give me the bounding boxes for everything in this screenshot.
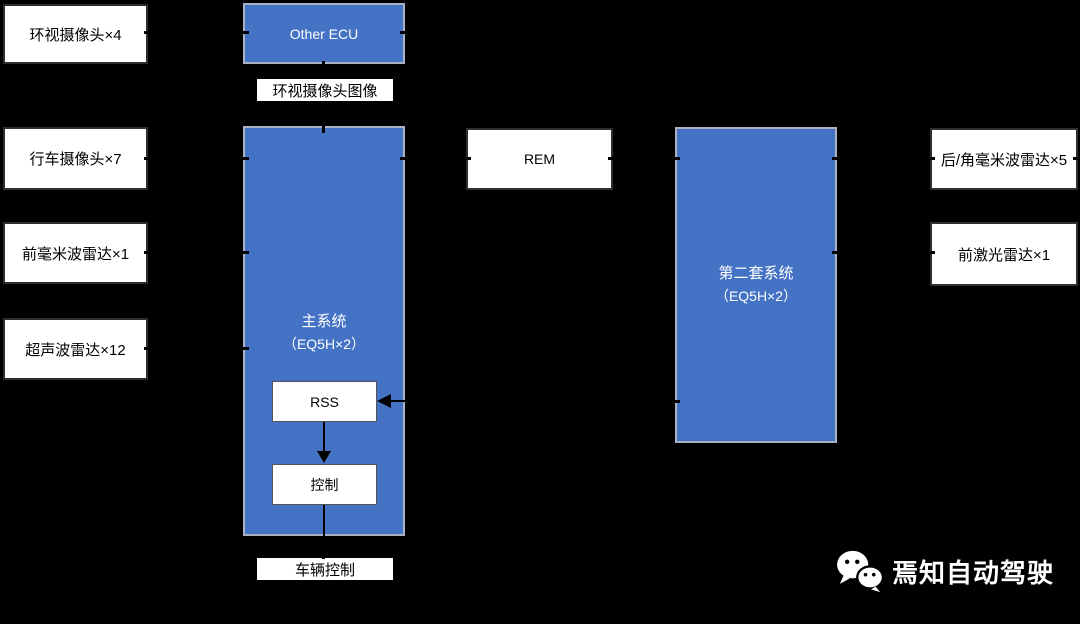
surround-image-label-text: 环视摄像头图像 [272,82,378,100]
connector-stub [926,157,935,160]
connector-stub [462,157,471,160]
sensor-box-ultrasonic-radar: 超声波雷达×12 [3,318,148,380]
connector-stub [240,347,249,350]
connector-stub [671,400,680,403]
connector-stub [671,157,680,160]
connector-line-control-out [323,505,325,536]
connector-stub [144,251,153,254]
connector-line-rss-control [323,422,325,452]
connector-stub [832,157,841,160]
connector-stub [322,580,325,589]
sensor-box-driving-cameras: 行车摄像头×7 [3,127,148,190]
connector-stub [240,157,249,160]
connector-stub [926,251,935,254]
rss-box: RSS [272,381,377,422]
other-ecu-box: Other ECU [243,3,405,64]
main-system-title: 主系统 [301,313,347,330]
rem-label: REM [523,151,556,167]
connector-stub [144,31,153,34]
vehicle-control-label: 车辆控制 [257,558,393,580]
sensor-label: 行车摄像头×7 [29,151,122,168]
control-label: 控制 [310,476,339,493]
control-box: 控制 [272,464,377,505]
sensor-box-front-lidar: 前激光雷达×1 [930,222,1078,286]
surround-image-label: 环视摄像头图像 [257,79,393,101]
connector-stub [1073,157,1080,160]
sensor-label: 环视摄像头×4 [29,26,122,44]
other-ecu-label: Other ECU [289,25,359,42]
second-system-title: 第二套系统 [718,265,794,282]
main-system-subtitle: （EQ5H×2） [282,336,366,352]
sensor-box-rear-corner-radar: 后/角毫米波雷达×5 [930,128,1078,190]
connector-stub [400,157,409,160]
connector-stub [240,31,249,34]
second-system-subtitle: （EQ5H×2） [714,288,798,304]
connector-stub [832,251,841,254]
connector-stub [240,251,249,254]
vehicle-control-label-text: 车辆控制 [294,561,355,579]
sensor-label: 前毫米波雷达×1 [21,245,130,263]
connector-stub [322,550,325,559]
connector-stub [400,31,409,34]
rem-box: REM [466,128,613,190]
sensor-label: 后/角毫米波雷达×5 [940,151,1068,169]
rss-label: RSS [310,393,339,410]
connector-line-to-rss [389,400,405,402]
sensor-box-front-radar: 前毫米波雷达×1 [3,222,148,284]
connector-stub [322,124,325,133]
connector-stub [608,157,617,160]
connector-stub [144,347,153,350]
connector-stub [144,157,153,160]
arrowhead-into-rss [377,394,391,408]
second-system-box: 第二套系统 （EQ5H×2） [675,127,837,443]
watermark: 焉知自动驾驶 [834,549,1054,593]
brand-name: 焉知自动驾驶 [892,557,1055,588]
connector-stub [322,61,325,70]
wechat-icon [837,550,885,593]
sensor-label: 超声波雷达×12 [25,341,126,359]
arrowhead-into-control [317,451,331,463]
sensor-box-surround-cameras: 环视摄像头×4 [3,4,148,64]
sensor-label: 前激光雷达×1 [957,246,1051,264]
